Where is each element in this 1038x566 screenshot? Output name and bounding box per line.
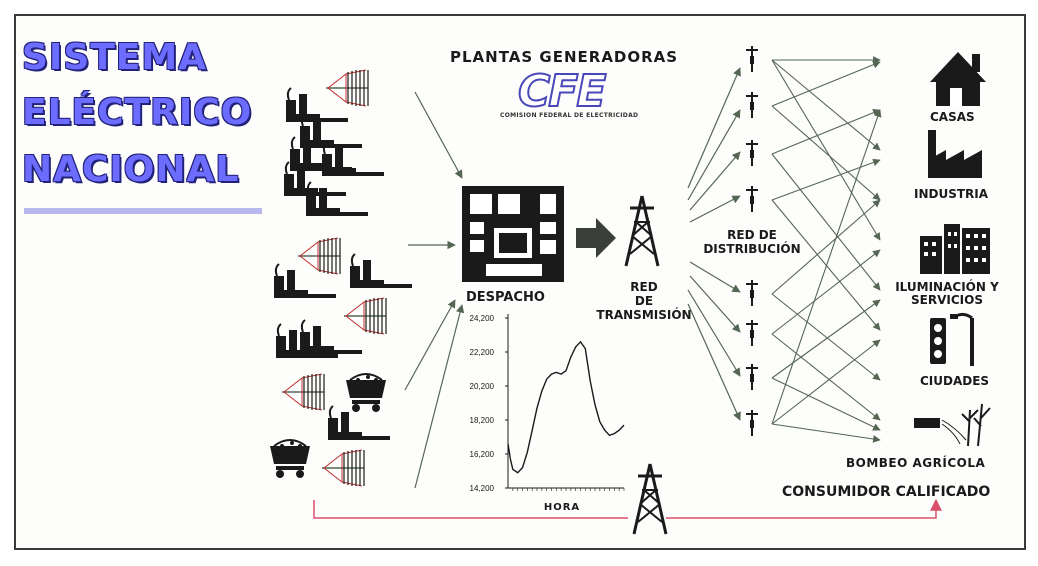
consumer-iluminacion-label: ILUMINACIÓN Y SERVICIOS xyxy=(884,281,1010,307)
hydro-dam-icon xyxy=(343,297,387,335)
title-underline xyxy=(24,208,262,214)
plants-to-despacho-arrow xyxy=(414,91,463,179)
despacho-control-panel-icon xyxy=(462,186,564,282)
hydro-dam-icon xyxy=(297,237,341,275)
transmission-tower-icon xyxy=(624,194,660,268)
despacho-label: DESPACHO xyxy=(466,290,545,305)
house-icon xyxy=(930,52,986,106)
thermal-plant-icon xyxy=(273,263,337,299)
transmission-label-line: RED xyxy=(630,280,658,294)
cfe-logo: CFE xyxy=(517,66,607,117)
chart-y-tick-label: 20,200 xyxy=(470,382,495,391)
distribution-pole-icon xyxy=(745,45,759,73)
buildings-icon xyxy=(920,224,990,274)
distribution-pole-icon xyxy=(745,91,759,119)
thermal-plant-icon xyxy=(305,181,369,217)
hydro-dam-icon xyxy=(281,373,325,411)
distribution-label-line: DISTRIBUCIÓN xyxy=(703,242,801,256)
distribution-pole-icon xyxy=(745,319,759,347)
chart-x-axis-label: HORA xyxy=(544,502,580,513)
distribution-pole-icon xyxy=(745,409,759,437)
distribution-pole-icon xyxy=(745,279,759,307)
title-line-2: ELÉCTRICO xyxy=(22,92,253,133)
transmission-label: RED DE TRANSMISIÓN xyxy=(594,280,694,322)
thermal-plant-icon xyxy=(285,87,349,123)
thermal-plant-icon xyxy=(299,319,363,355)
hydro-dam-icon xyxy=(325,69,369,107)
chart-y-tick-label: 24,200 xyxy=(470,314,495,323)
plants-label: PLANTAS GENERADORAS xyxy=(450,48,679,66)
coal-minecart-icon xyxy=(269,439,311,479)
title-line-3: NACIONAL xyxy=(22,149,240,190)
distribution-pole-icon xyxy=(745,185,759,213)
consumer-casas-label: CASAS xyxy=(930,110,975,124)
thermal-plant-icon xyxy=(349,253,413,289)
chart-y-tick-label: 16,200 xyxy=(470,450,495,459)
transmission-label-line: DE xyxy=(634,294,654,308)
traffic-light-icon xyxy=(930,318,946,364)
consumer-industria-label: INDUSTRIA xyxy=(914,187,989,201)
irrigation-pump-icon xyxy=(914,403,991,447)
thermal-plant-icon xyxy=(327,405,391,441)
consumer-bombeo-label: BOMBEO AGRÍCOLA xyxy=(846,456,986,470)
industry-icon xyxy=(928,130,982,178)
chart-y-tick-label: 18,200 xyxy=(470,416,495,425)
hydro-dam-icon xyxy=(321,449,365,487)
power-plants-group xyxy=(269,69,413,487)
distribution-to-consumers-arrows xyxy=(771,56,882,443)
distribution-label: RED DE DISTRIBUCIÓN xyxy=(694,228,810,256)
consumer-iluminacion-label-line: ILUMINACIÓN Y xyxy=(895,280,999,294)
transmission-to-distribution-arrows xyxy=(687,67,741,421)
title-line-1: SISTEMA xyxy=(22,37,208,78)
consumer-ciudades-label: CIUDADES xyxy=(920,374,990,388)
chart-y-tick-label: 14,200 xyxy=(470,484,495,493)
plants-to-despacho-arrow xyxy=(414,304,465,489)
consumer-iluminacion-label-line: SERVICIOS xyxy=(911,293,983,307)
cfe-logo-subtitle: COMISION FEDERAL DE ELECTRICIDAD xyxy=(500,112,639,119)
distribution-pole-icon xyxy=(745,363,759,391)
distribution-label-line: RED DE xyxy=(727,228,777,242)
chart-y-tick-label: 22,200 xyxy=(470,348,495,357)
street-lamp-icon xyxy=(950,312,974,366)
qualified-consumer-line-right xyxy=(666,498,942,519)
bottom-transmission-tower-icon xyxy=(632,462,668,536)
distribution-pole-icon xyxy=(745,139,759,167)
coal-minecart-icon xyxy=(345,373,387,413)
despacho-to-transmission-arrow xyxy=(576,218,616,258)
consumer-calificado-label: CONSUMIDOR CALIFICADO xyxy=(782,484,991,500)
plants-to-despacho-arrow xyxy=(404,299,456,391)
transmission-label-line: TRANSMISIÓN xyxy=(596,308,692,322)
chart-series-line xyxy=(507,340,625,474)
qualified-consumer-line-left xyxy=(313,500,628,519)
